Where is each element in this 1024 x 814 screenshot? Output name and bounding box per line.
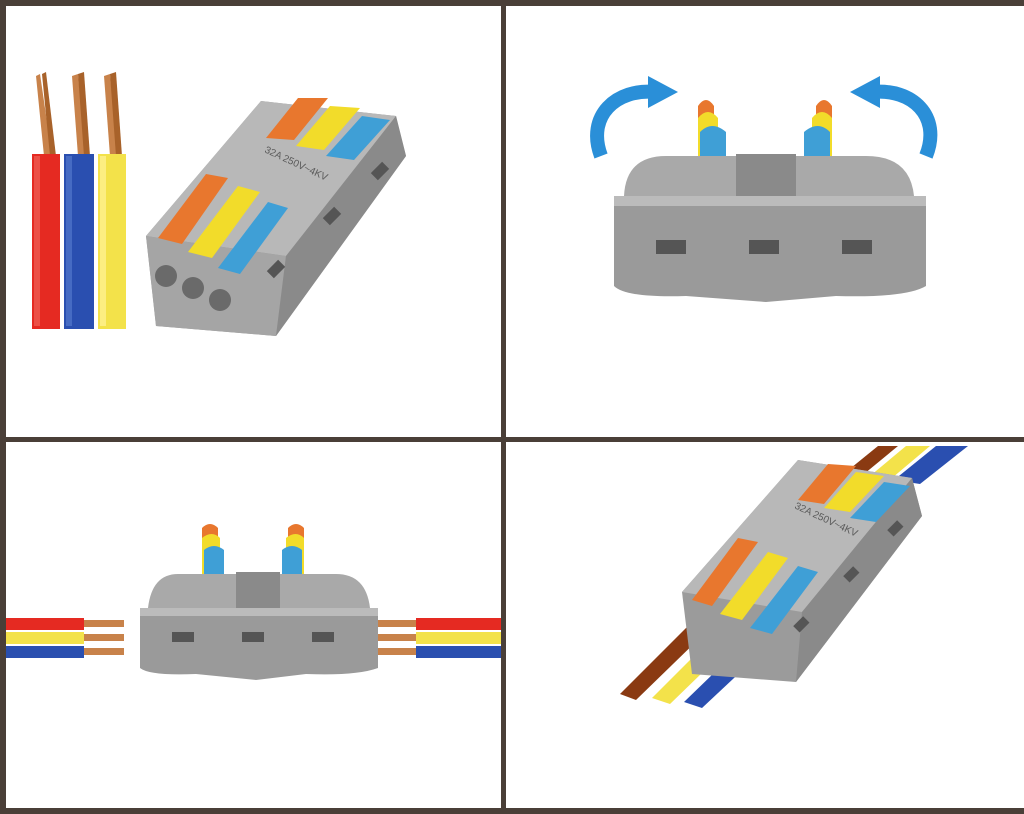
rotate-left-arrow-icon <box>590 84 657 159</box>
panel-3-illustration <box>6 524 501 680</box>
panel-wires-before-insertion <box>6 442 501 808</box>
connector-front <box>614 154 926 302</box>
panel-1-illustration: 32A 250V~4KV <box>32 72 406 336</box>
connector-angled: 32A 250V~4KV <box>146 98 406 336</box>
copper-strands <box>36 72 122 156</box>
panel-wires-and-connector: 32A 250V~4KV <box>6 6 501 437</box>
panel-4-illustration: 32A 250V~4KV <box>620 446 968 708</box>
rotate-right-arrow-icon <box>871 84 938 159</box>
panel-levers-lifted <box>506 6 1024 437</box>
panel-wires-inserted: 32A 250V~4KV <box>506 442 1024 808</box>
right-wires <box>376 618 501 658</box>
panel-2-illustration <box>590 76 938 302</box>
back-wires <box>846 446 968 484</box>
connector-with-wires: 32A 250V~4KV <box>682 460 922 682</box>
connector-front-small <box>140 572 378 680</box>
left-wires <box>6 618 124 658</box>
